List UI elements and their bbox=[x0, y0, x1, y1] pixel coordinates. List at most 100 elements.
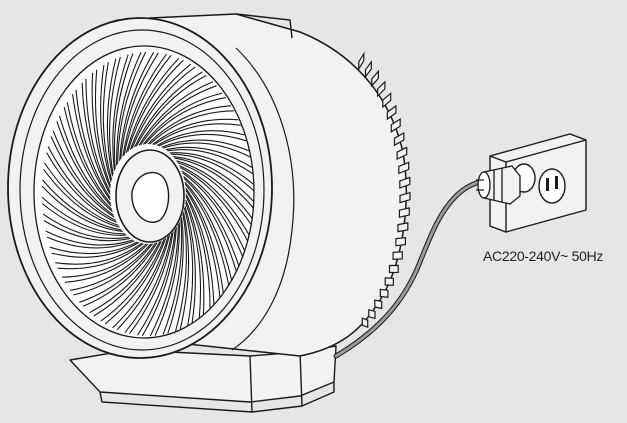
grille-blade-edge bbox=[42, 179, 122, 231]
grille-blade bbox=[183, 175, 240, 267]
grille-blade bbox=[63, 106, 112, 207]
grille-blade-edge bbox=[42, 213, 129, 240]
fan-spiral-grille bbox=[41, 51, 255, 337]
grille-blade-edge bbox=[66, 102, 112, 205]
grille-blade bbox=[46, 236, 135, 249]
grille-blade bbox=[154, 222, 180, 336]
grille-blade bbox=[57, 243, 144, 270]
vent-fin bbox=[395, 236, 406, 247]
vent-fin bbox=[384, 277, 394, 286]
grille-blade-edge bbox=[45, 230, 134, 246]
grille-blade bbox=[125, 57, 180, 154]
grille-blade bbox=[134, 71, 203, 148]
grille-blade-edge bbox=[75, 89, 111, 199]
grille-blade-edge bbox=[44, 162, 119, 226]
grille-blade-edge bbox=[177, 162, 252, 226]
grille-blade-edge bbox=[55, 242, 143, 265]
grille-blade bbox=[119, 51, 155, 161]
grille-blade bbox=[43, 220, 131, 242]
grille-blade-edge bbox=[120, 52, 159, 160]
vent-fin bbox=[371, 69, 379, 88]
grille-blade bbox=[46, 152, 117, 223]
vent-fin bbox=[361, 317, 369, 329]
grille-blade-edge bbox=[153, 123, 241, 146]
grille-blade bbox=[167, 217, 184, 334]
grille-blade bbox=[138, 81, 214, 146]
grille-blade bbox=[106, 58, 117, 177]
grille-blade-edge bbox=[183, 177, 238, 273]
vent-fin bbox=[399, 191, 411, 204]
rear-vent-grille bbox=[358, 51, 411, 329]
grille-blade bbox=[91, 72, 111, 189]
fan-center-hub bbox=[115, 149, 185, 243]
vent-fin bbox=[388, 264, 399, 274]
vent-fin bbox=[397, 222, 409, 233]
grille-blade bbox=[179, 211, 190, 330]
grille-blade bbox=[112, 54, 129, 171]
vent-fin bbox=[382, 92, 392, 109]
grille-blade bbox=[129, 231, 174, 335]
grille-blade bbox=[43, 168, 120, 228]
power-plug-icon bbox=[476, 165, 521, 205]
grille-blade bbox=[147, 105, 232, 145]
power-cord bbox=[333, 177, 487, 359]
grille-blade-edge bbox=[158, 133, 247, 147]
vent-fin bbox=[374, 299, 383, 310]
grille-blade bbox=[152, 118, 239, 145]
grille-blade bbox=[41, 185, 123, 232]
vent-fin bbox=[396, 146, 408, 161]
grille-blade-edge bbox=[47, 146, 117, 221]
vent-fin bbox=[399, 176, 411, 189]
grille-blade bbox=[116, 52, 142, 166]
grille-blade-edge bbox=[58, 115, 113, 211]
grille-blade-edge bbox=[162, 142, 251, 158]
grille-blade-edge bbox=[135, 74, 207, 147]
grille-blade-edge bbox=[185, 189, 221, 299]
grille-blade bbox=[81, 82, 111, 195]
grille-blade-edge bbox=[149, 224, 179, 337]
grille-blade-edge bbox=[175, 213, 187, 332]
vent-fin bbox=[390, 118, 401, 133]
grille-blade-edge bbox=[79, 242, 156, 303]
grille-blade-edge bbox=[174, 157, 254, 209]
grille-blade bbox=[122, 53, 167, 157]
grille-blade-edge bbox=[41, 196, 126, 235]
vent-fin bbox=[386, 104, 397, 121]
vent-fin bbox=[364, 60, 372, 79]
grille-blade bbox=[142, 92, 223, 145]
grille-blade bbox=[41, 203, 127, 236]
grille-blade-edge bbox=[183, 207, 194, 326]
grille-blade-edge bbox=[124, 232, 173, 333]
grille-blade-edge bbox=[113, 53, 134, 169]
grille-blade-edge bbox=[182, 172, 244, 258]
vent-fin bbox=[377, 80, 386, 98]
grille-blade-edge bbox=[127, 59, 184, 152]
grille-blade-edge bbox=[109, 56, 121, 175]
grille-blade-edge bbox=[144, 97, 226, 145]
grille-blade-edge bbox=[49, 241, 138, 255]
grille-blade-edge bbox=[184, 183, 230, 286]
grille-blade bbox=[185, 199, 205, 316]
grille-blade bbox=[161, 139, 250, 152]
grille-blade-edge bbox=[94, 69, 112, 186]
grille-blade-edge bbox=[117, 51, 147, 164]
vent-fin bbox=[392, 251, 403, 261]
grille-blade-edge bbox=[184, 202, 202, 319]
grille-blade-edge bbox=[167, 148, 254, 175]
grille-blade bbox=[116, 234, 171, 331]
grille-blade-edge bbox=[140, 85, 217, 146]
grille-blade bbox=[141, 227, 177, 337]
vent-fin bbox=[368, 308, 376, 320]
grille-blade bbox=[64, 243, 149, 283]
grille-blade bbox=[73, 243, 154, 296]
vent-fin bbox=[358, 51, 365, 72]
grille-blade-edge bbox=[102, 62, 113, 181]
grille-blade bbox=[93, 240, 162, 317]
grille-blade-edge bbox=[131, 66, 196, 149]
grille-blade bbox=[181, 170, 246, 252]
grille-blade bbox=[165, 146, 253, 168]
grille-blade-edge bbox=[137, 228, 176, 336]
fan-base bbox=[69, 345, 337, 413]
